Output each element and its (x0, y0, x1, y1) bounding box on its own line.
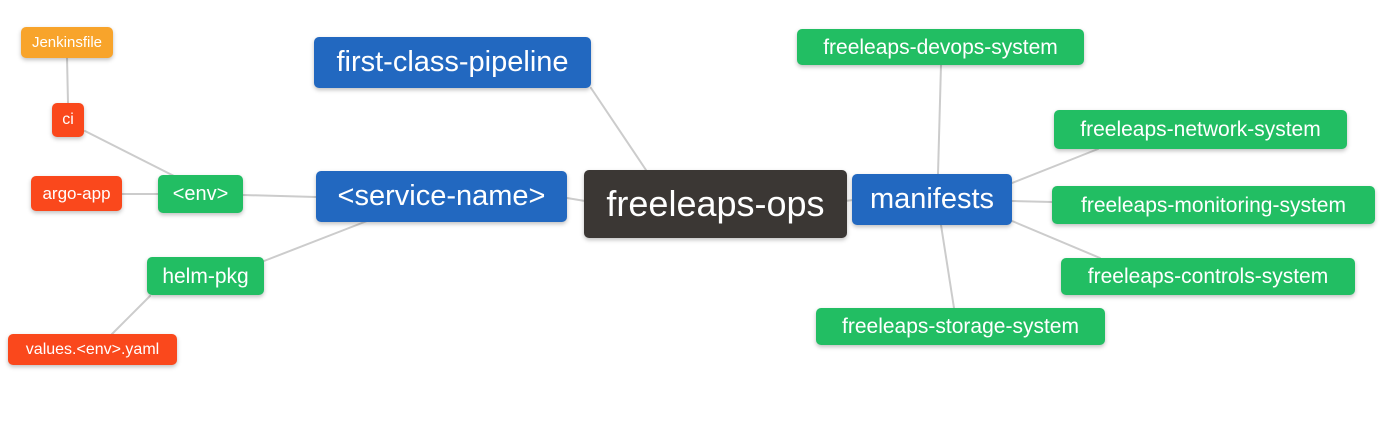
node-manifests[interactable]: manifests (852, 174, 1012, 225)
edge-manifests-to-freeleaps-network-system (1011, 148, 1099, 184)
node-freeleaps-network-system[interactable]: freeleaps-network-system (1054, 110, 1347, 149)
edge-service-name-to-freeleaps-ops (566, 197, 586, 202)
edge-manifests-to-freeleaps-monitoring-system (1011, 200, 1053, 203)
edge-env-to-service-name (242, 194, 317, 198)
node-env[interactable]: <env> (158, 175, 243, 213)
edge-first-class-pipeline-to-freeleaps-ops (590, 87, 647, 171)
edge-manifests-to-freeleaps-devops-system (937, 64, 942, 175)
edge-ci-to-env (84, 130, 177, 178)
edge-jenkinsfile-to-ci (66, 56, 69, 104)
node-freeleaps-ops[interactable]: freeleaps-ops (584, 170, 847, 238)
edge-manifests-to-freeleaps-controls-system (1011, 220, 1101, 259)
node-jenkinsfile[interactable]: Jenkinsfile (21, 27, 113, 58)
node-freeleaps-storage-system[interactable]: freeleaps-storage-system (816, 308, 1105, 345)
node-freeleaps-devops-system[interactable]: freeleaps-devops-system (797, 29, 1084, 65)
node-values-env-yaml[interactable]: values.<env>.yaml (8, 334, 177, 365)
node-first-class-pipeline[interactable]: first-class-pipeline (314, 37, 591, 88)
edge-helm-pkg-to-service-name (263, 220, 368, 262)
node-argo-app[interactable]: argo-app (31, 176, 122, 211)
node-helm-pkg[interactable]: helm-pkg (147, 257, 264, 295)
node-freeleaps-controls-system[interactable]: freeleaps-controls-system (1061, 258, 1355, 295)
node-ci[interactable]: ci (52, 103, 84, 137)
edge-manifests-to-freeleaps-storage-system (940, 224, 955, 309)
edge-values-env-yaml-to-helm-pkg (111, 295, 151, 335)
node-freeleaps-monitoring-system[interactable]: freeleaps-monitoring-system (1052, 186, 1375, 224)
node-service-name[interactable]: <service-name> (316, 171, 567, 222)
